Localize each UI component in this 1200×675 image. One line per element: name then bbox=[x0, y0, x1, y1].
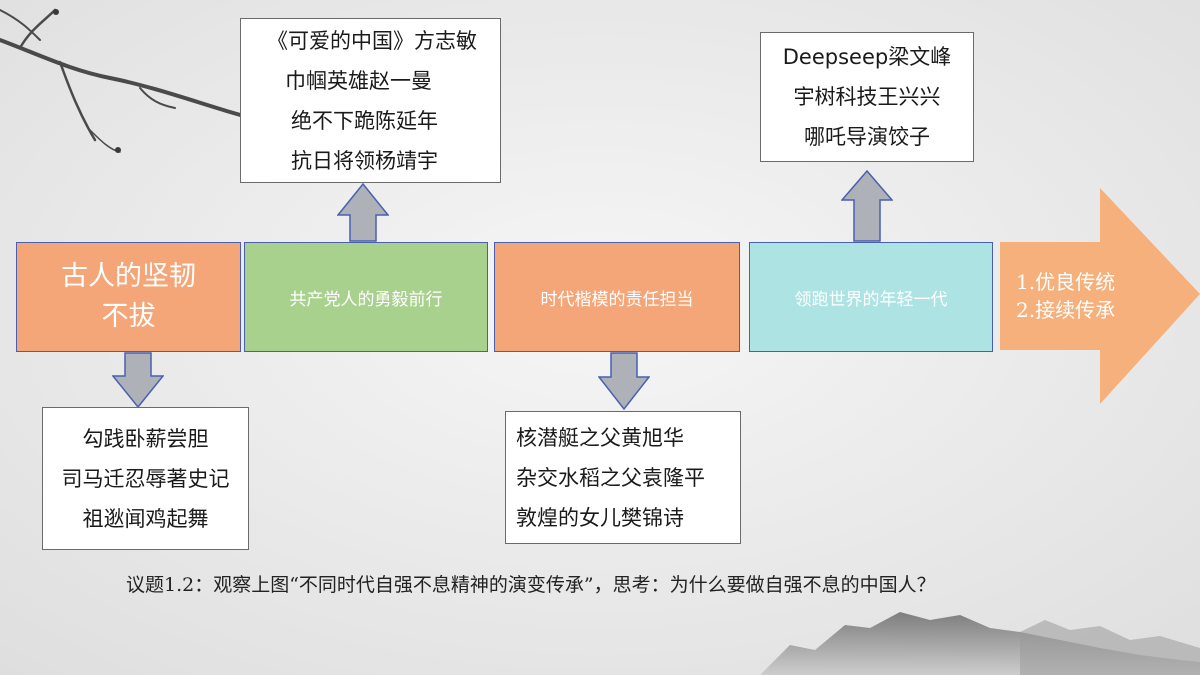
examples-youth: Deepseep梁文峰 宇树科技王兴兴 哪吒导演饺子 bbox=[760, 32, 974, 162]
example-item: 抗日将领杨靖宇 bbox=[291, 148, 438, 173]
example-item: 司马迁忍辱著史记 bbox=[61, 466, 230, 491]
up-arrow-icon bbox=[337, 183, 389, 242]
example-item: 敦煌的女儿樊锦诗 bbox=[516, 505, 684, 530]
stage-label: 领跑世界的年轻一代 bbox=[794, 289, 948, 310]
examples-communist: 《可爱的中国》方志敏 巾帼英雄赵一曼 绝不下跪陈延年 抗日将领杨靖宇 bbox=[240, 18, 501, 183]
stage-label: 时代楷模的责任担当 bbox=[540, 289, 694, 310]
example-item: Deepseep梁文峰 bbox=[782, 45, 952, 69]
example-item: 哪吒导演饺子 bbox=[804, 125, 930, 149]
stage-communist: 共产党人的勇毅前行 bbox=[244, 242, 488, 352]
stage-youth: 领跑世界的年轻一代 bbox=[749, 242, 993, 352]
examples-model: 核潜艇之父黄旭华 杂交水稻之父袁隆平 敦煌的女儿樊锦诗 bbox=[505, 411, 741, 544]
final-arrow-text: 1.优良传统 2.接续传承 bbox=[1016, 268, 1115, 324]
stage-label: 共产党人的勇毅前行 bbox=[289, 289, 443, 310]
example-item: 祖逖闻鸡起舞 bbox=[82, 506, 209, 531]
example-item: 《可爱的中国》方志敏 bbox=[267, 28, 477, 53]
final-arrow-icon bbox=[1000, 188, 1200, 404]
example-item: 核潜艇之父黄旭华 bbox=[516, 425, 684, 450]
examples-ancient: 勾践卧薪尝胆 司马迁忍辱著史记 祖逖闻鸡起舞 bbox=[42, 407, 249, 550]
example-item: 勾践卧薪尝胆 bbox=[82, 426, 209, 451]
final-line: 2.接续传承 bbox=[1016, 298, 1116, 322]
stage-label-line: 不拔 bbox=[101, 301, 156, 332]
final-line: 1.优良传统 bbox=[1016, 270, 1116, 294]
discussion-question: 议题1.2：观察上图“不同时代自强不息精神的演变传承”，思考：为什么要做自强不息… bbox=[126, 574, 936, 596]
down-arrow-icon bbox=[598, 352, 650, 410]
example-item: 杂交水稻之父袁隆平 bbox=[516, 465, 705, 490]
down-arrow-icon bbox=[112, 352, 164, 408]
stage-label-line: 古人的坚韧 bbox=[61, 261, 196, 292]
example-item: 绝不下跪陈延年 bbox=[291, 108, 438, 133]
example-item: 宇树科技王兴兴 bbox=[793, 85, 941, 109]
stage-model: 时代楷模的责任担当 bbox=[494, 242, 740, 352]
example-item: 巾帼英雄赵一曼 bbox=[285, 68, 432, 93]
up-arrow-icon bbox=[841, 170, 893, 242]
stage-ancient: 古人的坚韧 不拔 bbox=[16, 242, 241, 352]
